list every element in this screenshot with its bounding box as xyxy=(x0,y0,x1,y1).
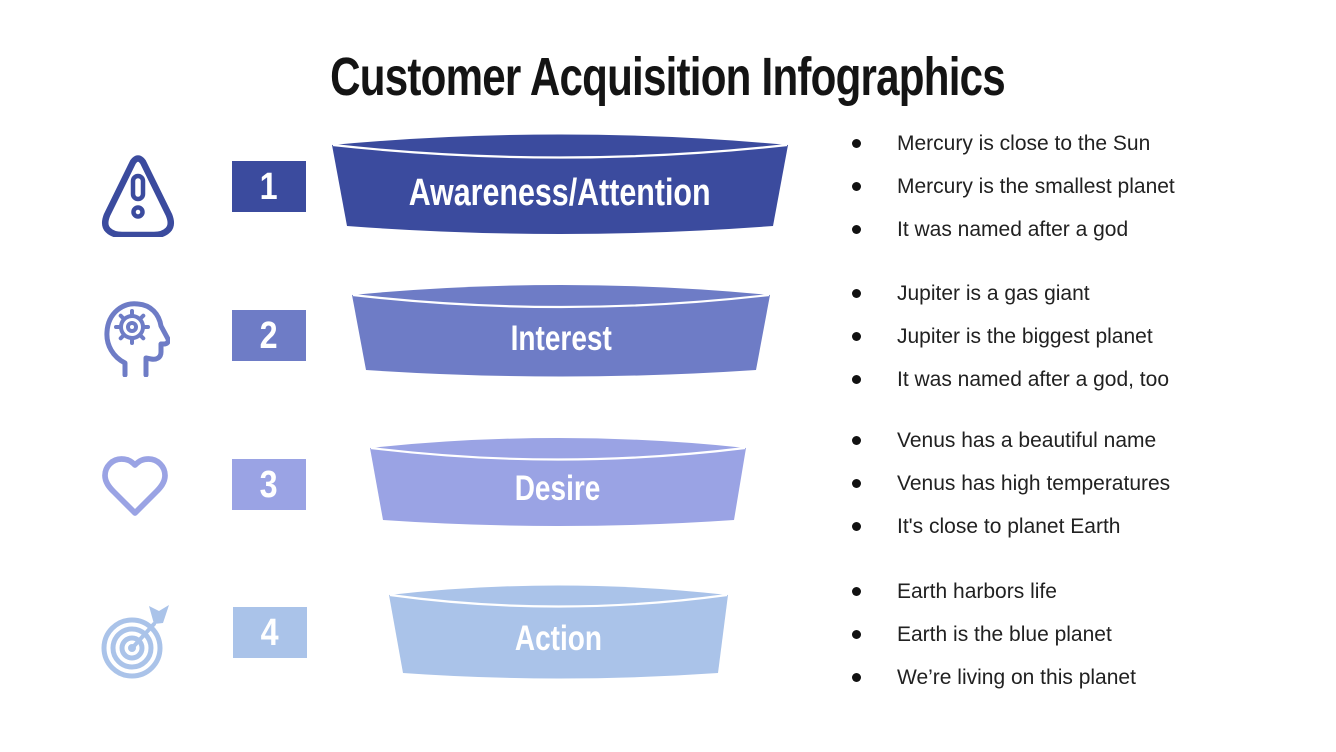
target-arrow-icon xyxy=(101,605,169,679)
funnel-label: Action xyxy=(514,618,603,658)
stage-number-badge: 4 xyxy=(233,607,307,658)
list-item: Venus has high temperatures xyxy=(852,462,1312,505)
bullet-dot-icon xyxy=(852,375,861,384)
list-item: Jupiter is a gas giant xyxy=(852,272,1312,315)
bullet-text: It was named after a god xyxy=(897,218,1129,241)
bullet-dot-icon xyxy=(852,332,861,341)
bullet-text: Jupiter is a gas giant xyxy=(897,282,1090,305)
funnel-label: Awareness/Attention xyxy=(409,172,711,214)
funnel-label: Interest xyxy=(510,318,612,358)
list-item: Jupiter is the biggest planet xyxy=(852,315,1312,358)
bullet-list-stage-3: Venus has a beautiful name Venus has hig… xyxy=(852,419,1312,548)
bullet-dot-icon xyxy=(852,182,861,191)
stage-number: 3 xyxy=(260,463,278,506)
bullet-text: It's close to planet Earth xyxy=(897,515,1121,538)
funnel-stage-desire: Desire xyxy=(368,432,748,534)
bullet-dot-icon xyxy=(852,479,861,488)
list-item: Venus has a beautiful name xyxy=(852,419,1312,462)
bullet-list-stage-1: Mercury is close to the Sun Mercury is t… xyxy=(852,122,1312,251)
heart-icon xyxy=(102,456,168,516)
funnel-stage-action: Action xyxy=(387,581,730,684)
list-item: It was named after a god xyxy=(852,208,1312,251)
bullet-text: Venus has a beautiful name xyxy=(897,429,1157,452)
head-gear-icon xyxy=(104,301,170,377)
funnel-rim xyxy=(352,293,770,309)
warning-triangle-icon xyxy=(102,155,174,237)
bullet-text: Earth is the blue planet xyxy=(897,623,1112,646)
bullet-dot-icon xyxy=(852,289,861,298)
bullet-dot-icon xyxy=(852,225,861,234)
bullet-list-stage-4: Earth harbors life Earth is the blue pla… xyxy=(852,570,1312,699)
funnel-label: Desire xyxy=(515,469,601,508)
funnel-shape xyxy=(370,438,746,526)
funnel-shape xyxy=(332,134,788,234)
funnel-body xyxy=(352,285,770,377)
list-item: Earth harbors life xyxy=(852,570,1312,613)
bullet-dot-icon xyxy=(852,139,861,148)
list-item: We’re living on this planet xyxy=(852,656,1312,699)
bullet-dot-icon xyxy=(852,522,861,531)
stage-number-badge: 3 xyxy=(232,459,306,510)
stage-number: 4 xyxy=(261,611,279,654)
bullet-dot-icon xyxy=(852,436,861,445)
list-item: Mercury is close to the Sun xyxy=(852,122,1312,165)
bullet-dot-icon xyxy=(852,673,861,682)
funnel-stage-interest: Interest xyxy=(350,280,772,385)
bullet-text: It was named after a god, too xyxy=(897,368,1169,391)
dart-flag xyxy=(149,605,169,624)
bullet-dot-icon xyxy=(852,587,861,596)
funnel-body xyxy=(370,438,746,526)
bullet-text: Mercury is the smallest planet xyxy=(897,175,1175,198)
stage-number: 2 xyxy=(260,314,278,357)
funnel-body xyxy=(332,134,788,234)
funnel-rim xyxy=(332,143,788,159)
stage-number-badge: 1 xyxy=(232,161,306,212)
list-item: It's close to planet Earth xyxy=(852,505,1312,548)
bullet-text: Mercury is close to the Sun xyxy=(897,132,1151,155)
funnel-stage-awareness: Awareness/Attention xyxy=(330,130,790,245)
funnel-shape xyxy=(352,285,770,377)
bullet-text: Jupiter is the biggest planet xyxy=(897,325,1153,348)
funnel-body xyxy=(389,585,728,679)
funnel-rim xyxy=(370,446,746,461)
bullet-dot-icon xyxy=(852,630,861,639)
stage-number-badge: 2 xyxy=(232,310,306,361)
page-title: Customer Acquisition Infographics xyxy=(330,47,1007,107)
bullet-text: Earth harbors life xyxy=(897,580,1057,603)
bullet-text: We’re living on this planet xyxy=(897,666,1136,689)
list-item: Mercury is the smallest planet xyxy=(852,165,1312,208)
funnel-shape xyxy=(389,585,728,679)
list-item: Earth is the blue planet xyxy=(852,613,1312,656)
stage-number: 1 xyxy=(260,165,278,208)
bullet-text: Venus has high temperatures xyxy=(897,472,1171,495)
page-title-container: Customer Acquisition Infographics xyxy=(0,46,1336,108)
funnel-rim xyxy=(389,593,728,608)
list-item: It was named after a god, too xyxy=(852,358,1312,401)
bullet-list-stage-2: Jupiter is a gas giant Jupiter is the bi… xyxy=(852,272,1312,401)
